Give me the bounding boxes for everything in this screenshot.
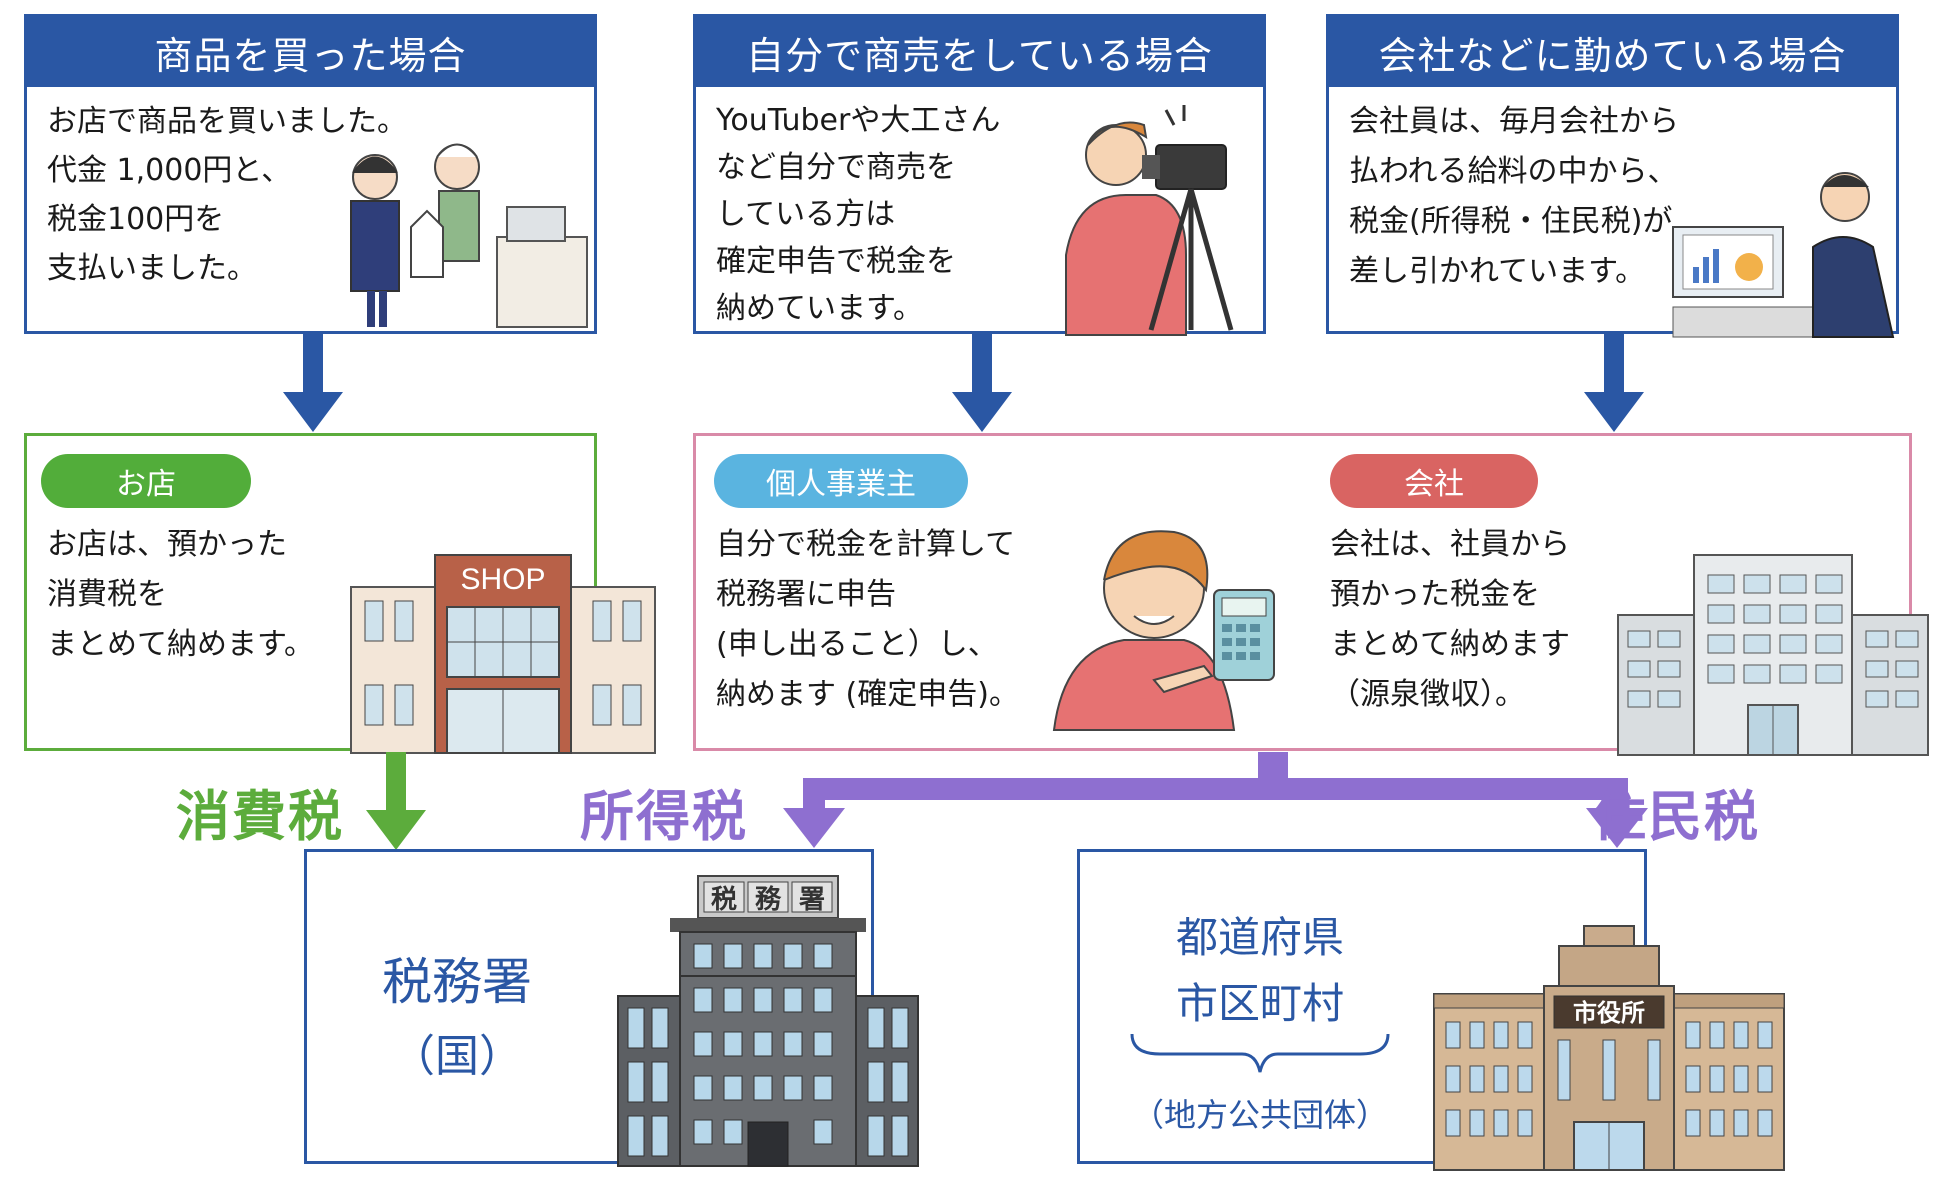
tax-office-sign-1: 税 (711, 885, 737, 915)
company-building-icon (1617, 554, 1929, 756)
panel-self-employed-title: 自分で商売をしている場合 (696, 17, 1263, 87)
panel-buy-goods: 商品を買った場合 お店で商品を買いました。 代金 1,000円と、 税金100円… (24, 14, 597, 334)
arrow-consumption-tax (366, 752, 426, 850)
panel-buy-goods-title: 商品を買った場合 (27, 17, 594, 87)
local-government-sub: （地方公共団体） (1131, 1096, 1388, 1134)
shop-sign: SHOP (460, 563, 545, 596)
city-hall-building-icon: 市役所 (1433, 925, 1785, 1171)
shop-building-icon: SHOP (350, 554, 656, 754)
pill-sole-proprietor: 個人事業主 (714, 454, 968, 508)
panel-company-employee-title: 会社などに勤めている場合 (1329, 17, 1896, 87)
arrow-buy-to-shop (283, 334, 343, 432)
panel-sole-text: 自分で税金を計算して 税務署に申告 (申し出ること）し、 納めます (確定申告)… (716, 527, 1019, 712)
local-line-municipality: 市区町村 (1175, 979, 1344, 1028)
tax-office-sign-3: 署 (799, 885, 825, 915)
tax-office-name: 税務署 (382, 953, 532, 1011)
tax-office-sub: （国） (391, 1031, 523, 1082)
tax-office-sign-2: 務 (755, 885, 782, 915)
city-hall-sign: 市役所 (1573, 999, 1645, 1027)
label-income-tax: 所得税 (580, 785, 748, 848)
brace-icon (1130, 1033, 1390, 1073)
tax-office-building-icon: 税 務 署 (617, 875, 919, 1167)
panel-company-employee: 会社などに勤めている場合 会社員は、毎月会社から 払われる給料の中から、 税金(… (1326, 14, 1899, 338)
panel-shop-text: お店は、預かった 消費税を まとめて納めます。 (47, 527, 314, 662)
local-line-prefecture: 都道府県 (1175, 913, 1344, 962)
arrow-self-to-sole (952, 334, 1012, 432)
pill-shop: お店 (41, 454, 251, 508)
panel-company-employee-text: 会社員は、毎月会社から 払われる給料の中から、 税金(所得税・住民税)が 差し引… (1349, 104, 1679, 289)
panel-self-employed: 自分で商売をしている場合 YouTuberや大工さん など自分で商売を している… (693, 14, 1266, 336)
label-resident-tax: 住民税 (1592, 785, 1760, 848)
office-worker-illustration-icon (1672, 172, 1895, 338)
arrow-income-and-resident-tax (783, 752, 1648, 848)
shopping-illustration-icon (350, 143, 588, 328)
pill-company: 会社 (1330, 454, 1538, 508)
youtuber-camera-illustration-icon (1065, 105, 1234, 336)
label-consumption-tax: 消費税 (176, 785, 344, 848)
panel-self-employed-text: YouTuberや大工さん など自分で商売を している方は 確定申告で税金を 納… (716, 103, 1001, 326)
panel-buy-goods-text: お店で商品を買いました。 代金 1,000円と、 税金100円を 支払いました。 (47, 104, 407, 286)
panel-corp-text: 会社は、社員から 預かった税金を まとめて納めます （源泉徴収）。 (1330, 527, 1570, 712)
calculator-person-illustration-icon (1052, 530, 1275, 731)
arrow-company-to-corp (1584, 334, 1644, 432)
